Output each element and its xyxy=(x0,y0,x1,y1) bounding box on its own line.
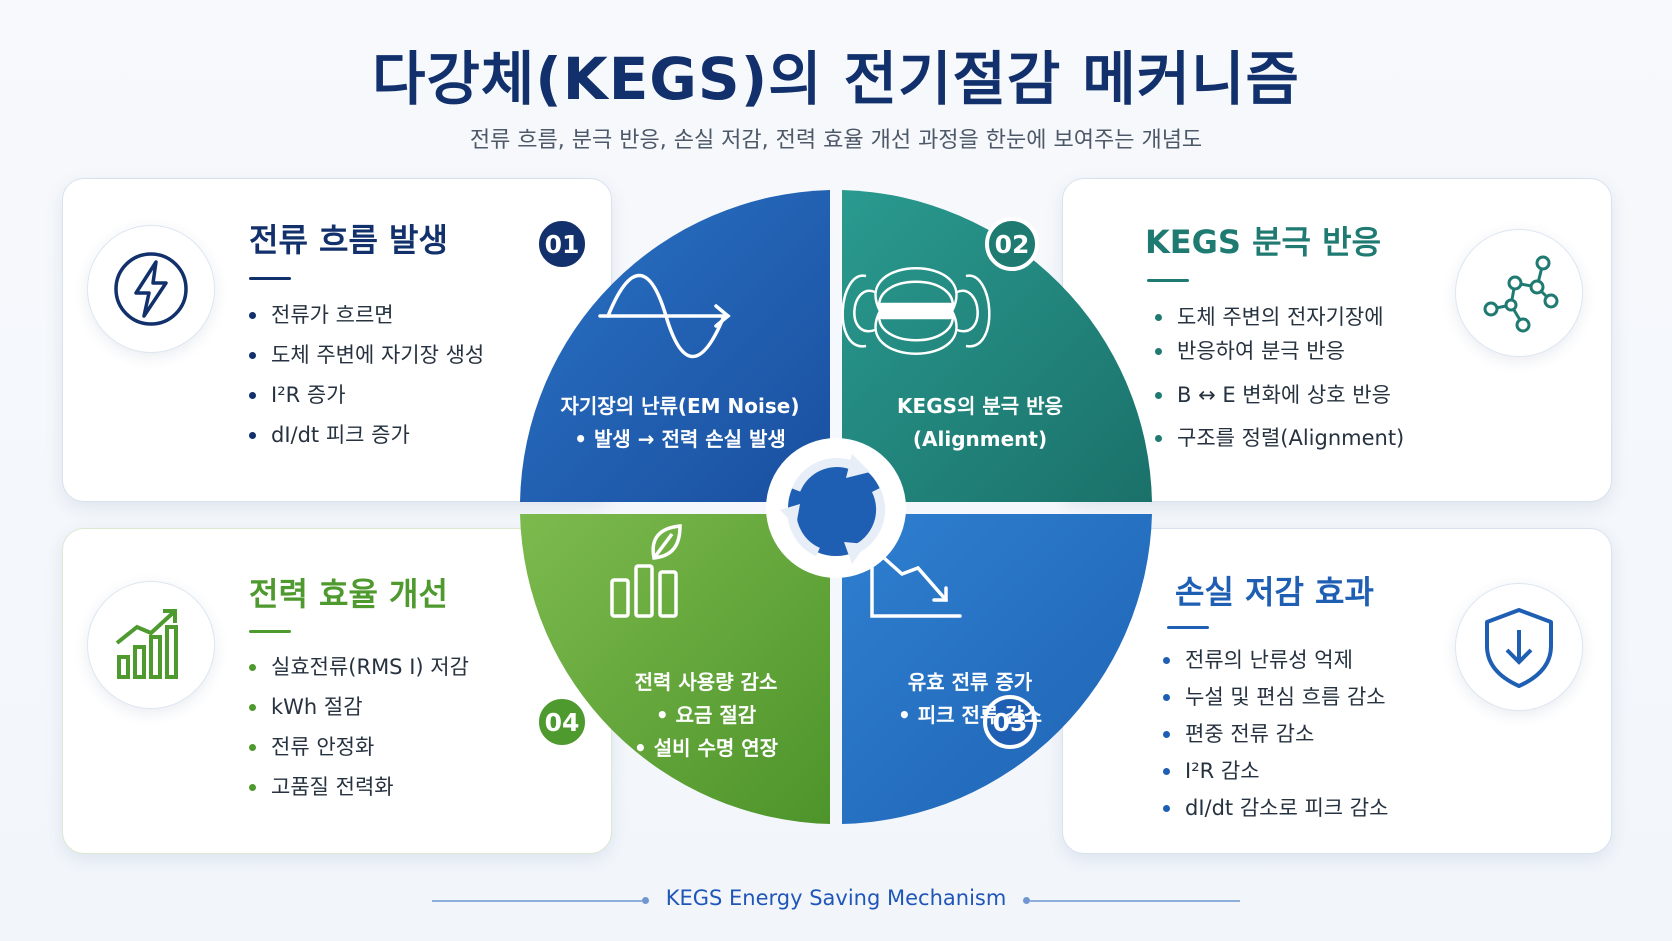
badge-01: 01 xyxy=(535,217,589,271)
icon-circle xyxy=(87,581,215,709)
quadrant-02-line1: KEGS의 분극 반응 xyxy=(897,394,1063,418)
card-kegs-polarization: KEGS 분극 반응 도체 주변의 전자기장에 반응하여 분극 반응 B ↔ E… xyxy=(1062,178,1612,502)
svg-text:04: 04 xyxy=(545,708,580,737)
list-item: 도체 주변에 자기장 생성 xyxy=(249,341,484,369)
quadrant-04-text: 전력 사용량 감소 • 요금 절감 • 설비 수명 연장 xyxy=(606,666,806,765)
quadrant-03-text: 유효 전류 증가 • 피크 전류 감소 xyxy=(870,666,1070,732)
title-underline xyxy=(1167,626,1209,629)
title-underline xyxy=(249,630,291,633)
svg-text:02: 02 xyxy=(995,230,1030,259)
list-item: kWh 절감 xyxy=(249,693,469,721)
title-underline xyxy=(249,277,291,280)
list-item: I²R 감소 xyxy=(1163,757,1388,785)
icon-circle xyxy=(1455,229,1583,357)
footer-dot-left xyxy=(642,897,649,904)
svg-text:03: 03 xyxy=(993,708,1028,737)
list-item: 실효전류(RMS I) 저감 xyxy=(249,653,469,681)
title-underline xyxy=(1147,279,1189,282)
growth-chart-icon xyxy=(115,609,178,679)
list-item: 전류의 난류성 억제 xyxy=(1163,646,1388,674)
footer-line-right xyxy=(1030,900,1240,902)
card-list: 전류가 흐르면 도체 주변에 자기장 생성 I²R 증가 dI/dt 피크 증가 xyxy=(249,301,484,449)
list-item-continuation: 반응하여 분극 반응 xyxy=(1155,337,1404,365)
list-item: 편중 전류 감소 xyxy=(1163,720,1388,748)
card-title: KEGS 분극 반응 xyxy=(1145,223,1382,261)
magnetic-field-icon xyxy=(841,267,991,355)
list-item: 전류 안정화 xyxy=(249,733,469,761)
list-item: 구조를 정렬(Alignment) xyxy=(1155,424,1404,452)
page-subtitle: 전류 흐름, 분극 반응, 손실 저감, 전력 효율 개선 과정을 한눈에 보여… xyxy=(469,128,1203,153)
quadrant-01-line2: • 발생 → 전력 손실 발생 xyxy=(574,427,786,451)
card-list: 실효전류(RMS I) 저감 kWh 절감 전류 안정화 고품질 전력화 xyxy=(249,653,469,801)
footer-dot-right xyxy=(1023,897,1030,904)
list-item: 전류가 흐르면 xyxy=(249,301,484,329)
card-loss-reduction: 손실 저감 효과 전류의 난류성 억제 누설 및 편심 흐름 감소 편중 전류 … xyxy=(1062,528,1612,854)
list-item: 도체 주변의 전자기장에 xyxy=(1155,303,1404,331)
quadrant-04-line1: 전력 사용량 감소 xyxy=(634,670,778,694)
icon-circle xyxy=(1455,583,1583,711)
quadrant-04-line3: • 설비 수명 연장 xyxy=(633,736,779,760)
shield-down-icon xyxy=(1485,608,1553,688)
svg-text:01: 01 xyxy=(545,230,580,259)
list-item: 고품질 전력화 xyxy=(249,773,469,801)
footer-caption: KEGS Energy Saving Mechanism xyxy=(665,886,1007,910)
card-current-flow: 전류 흐름 발생 전류가 흐르면 도체 주변에 자기장 생성 I²R 증가 dI… xyxy=(62,178,612,502)
quadrant-02-line2: (Alignment) xyxy=(912,427,1048,451)
badge-03: 03 xyxy=(983,695,1037,749)
quadrant-01 xyxy=(520,190,830,502)
quadrant-03 xyxy=(842,514,1152,824)
list-item: dI/dt 감소로 피크 감소 xyxy=(1163,794,1388,822)
quadrant-03-line1: 유효 전류 증가 xyxy=(907,670,1033,694)
quadrant-02-text: KEGS의 분극 반응 (Alignment) xyxy=(870,390,1090,456)
list-item: 누설 및 편심 흐름 감소 xyxy=(1163,683,1388,711)
card-title: 손실 저감 효과 xyxy=(1175,573,1374,611)
mechanism-cycle-diagram: 01 02 03 04 xyxy=(520,190,1152,824)
quadrant-01-text: 자기장의 난류(EM Noise) • 발생 → 전력 손실 발생 xyxy=(560,390,800,456)
list-item: B ↔ E 변화에 상호 반응 xyxy=(1155,381,1404,409)
lightning-icon xyxy=(114,252,188,326)
quadrant-03-line2: • 피크 전류 감소 xyxy=(897,703,1043,727)
footer-line-left xyxy=(432,900,642,902)
quadrant-01-line1: 자기장의 난류(EM Noise) xyxy=(560,394,800,418)
sine-wave-icon xyxy=(598,273,731,359)
list-item: I²R 증가 xyxy=(249,381,484,409)
card-list: 도체 주변의 전자기장에 반응하여 분극 반응 B ↔ E 변화에 상호 반응 … xyxy=(1155,303,1404,452)
badge-02: 02 xyxy=(985,217,1039,271)
page-title: 다강체(KEGS)의 전기절감 메커니즘 xyxy=(372,45,1300,113)
molecule-icon xyxy=(1483,255,1559,333)
card-list: 전류의 난류성 억제 누설 및 편심 흐름 감소 편중 전류 감소 I²R 감소… xyxy=(1163,646,1388,822)
card-title: 전류 흐름 발생 xyxy=(249,221,448,259)
icon-circle xyxy=(87,225,215,353)
quadrant-04-line2: • 요금 절감 xyxy=(655,703,757,727)
badge-04: 04 xyxy=(535,695,589,749)
leaf-bars-icon xyxy=(610,524,682,618)
quadrant-04 xyxy=(520,514,830,824)
list-item: dI/dt 피크 증가 xyxy=(249,421,484,449)
card-title: 전력 효율 개선 xyxy=(249,575,448,613)
